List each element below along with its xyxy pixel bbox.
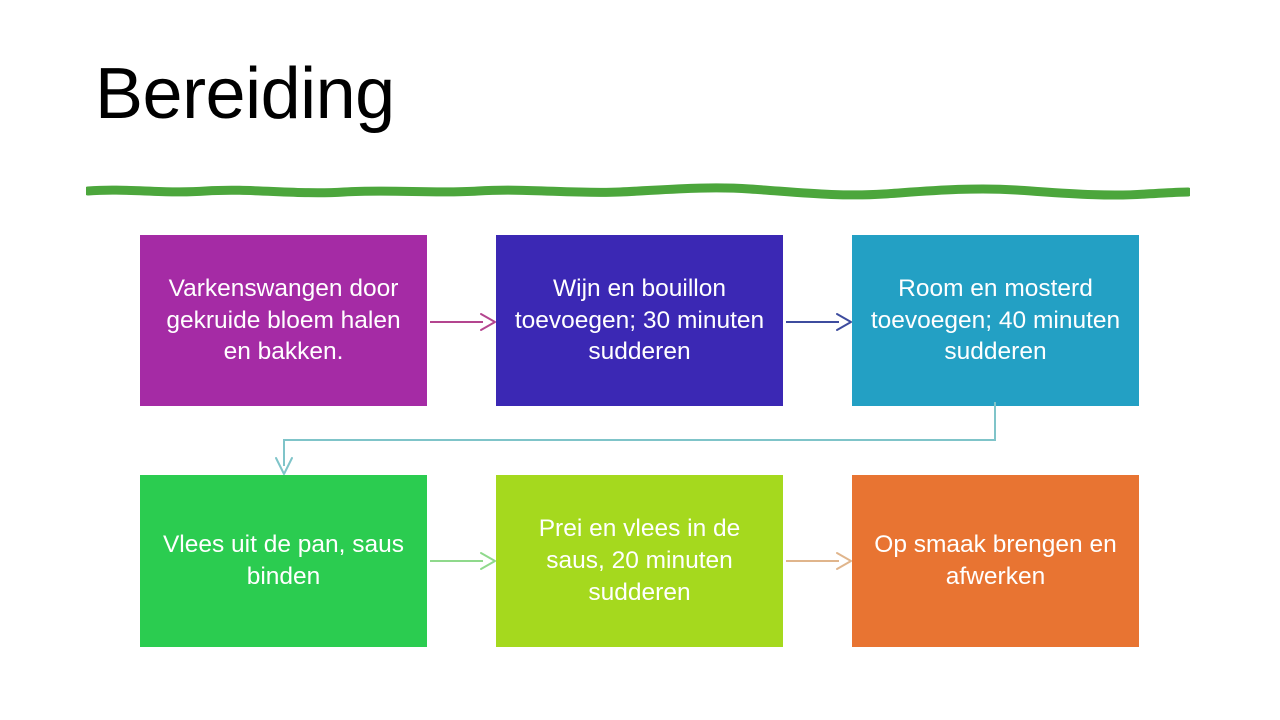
connector-arrow-step1-step2	[430, 313, 496, 331]
flow-step-3-label: Room en mosterd toevoegen; 40 minuten su…	[870, 274, 1121, 366]
flow-step-5-label: Prei en vlees in de saus, 20 minuten sud…	[538, 515, 741, 606]
connector-arrow-step5-step6	[786, 552, 852, 570]
divider-line	[86, 183, 1190, 200]
connector-arrow-step4-step5	[430, 552, 496, 570]
flow-step-1[interactable]: Varkenswangen door gekruide bloem halen …	[140, 235, 427, 406]
flow-step-1-label: Varkenswangen door gekruide bloem halen …	[166, 274, 401, 366]
flow-step-2-label: Wijn en bouillon toevoegen; 30 minuten s…	[514, 274, 765, 366]
connector-arrow-step3-step4	[275, 402, 996, 475]
flow-step-4[interactable]: Vlees uit de pan, saus binden	[140, 475, 427, 647]
flow-step-4-label: Vlees uit de pan, saus binden	[162, 531, 405, 590]
connector-arrow-step2-step3	[786, 313, 852, 331]
flow-step-2[interactable]: Wijn en bouillon toevoegen; 30 minuten s…	[496, 235, 783, 406]
flow-step-5[interactable]: Prei en vlees in de saus, 20 minuten sud…	[496, 475, 783, 647]
flow-step-6[interactable]: Op smaak brengen en afwerken	[852, 475, 1139, 647]
flow-step-6-label: Op smaak brengen en afwerken	[874, 531, 1117, 590]
page-title: Bereiding	[95, 54, 395, 134]
flow-step-3[interactable]: Room en mosterd toevoegen; 40 minuten su…	[852, 235, 1139, 406]
